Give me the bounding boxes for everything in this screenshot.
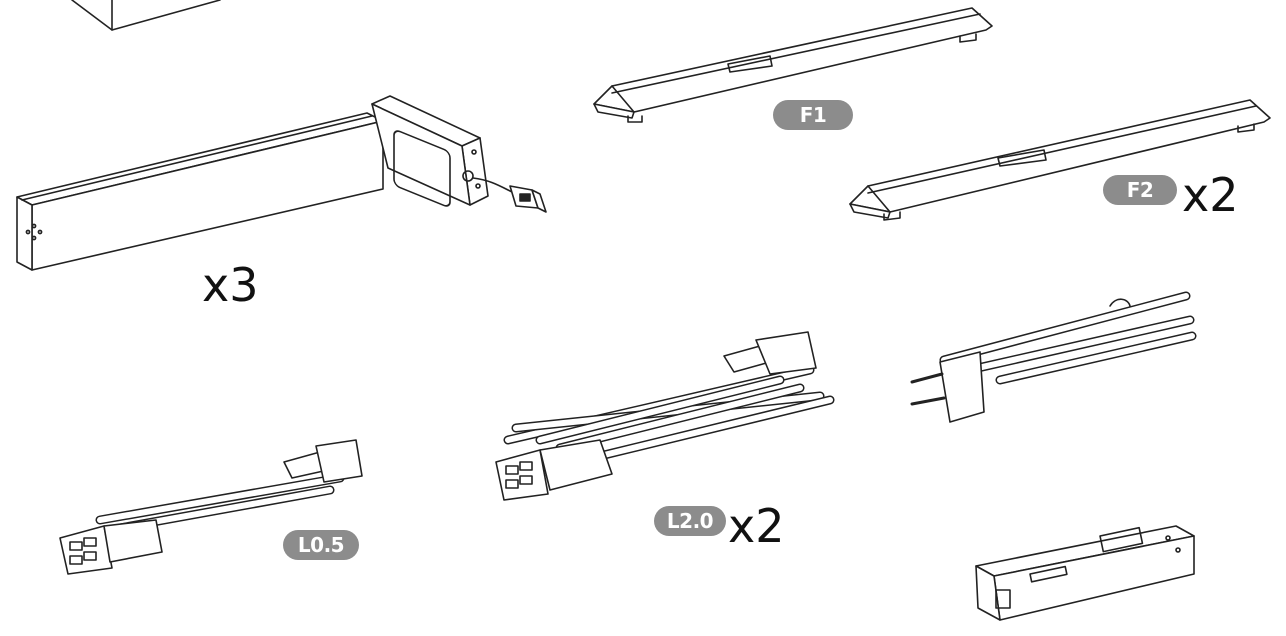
leg-quantity: x3	[202, 258, 259, 312]
cable-l05-label: L0.5	[283, 530, 359, 560]
foot-f1-label: F1	[773, 100, 853, 130]
foot-f2	[849, 99, 1271, 221]
control-box-icon	[371, 95, 489, 207]
leg-assembly	[16, 95, 547, 271]
foot-f2-label: F2	[1103, 175, 1177, 205]
control-unit-icon	[975, 525, 1195, 621]
cable-l20	[495, 331, 835, 501]
cable-l05	[59, 439, 363, 575]
foot-f1	[593, 7, 993, 123]
cable-l20-label: L2.0	[654, 506, 726, 536]
partial-box	[71, 0, 221, 31]
connector-plug-icon	[509, 185, 547, 213]
cable-l20-quantity: x2	[728, 499, 785, 553]
foot-f2-quantity: x2	[1182, 168, 1239, 222]
power-plug-icon	[910, 291, 1197, 423]
